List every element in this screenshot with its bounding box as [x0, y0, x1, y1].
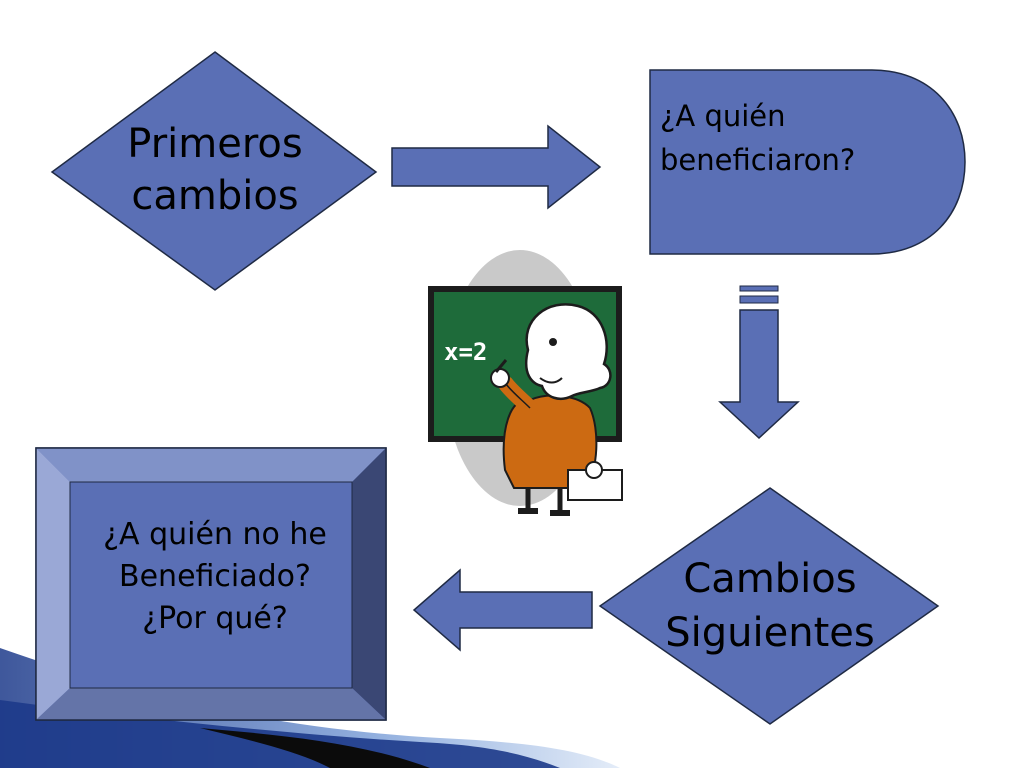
cambios-siguientes-diamond — [598, 487, 940, 725]
teacher-chalkboard-icon: x=2 — [428, 250, 623, 516]
primeros-cambios-label: Primeros cambios — [90, 118, 340, 222]
a-quien-no-he-beneficiado-line-1: ¿A quién no he — [103, 517, 327, 552]
a-quien-beneficiaron-shape — [649, 69, 966, 255]
a-quien-beneficiaron-line-1: ¿A quién — [660, 99, 786, 133]
arrow-left-icon — [412, 568, 593, 652]
arrow-down-icon — [718, 285, 800, 440]
a-quien-no-he-beneficiado-line-3: ¿Por qué? — [142, 601, 288, 636]
primeros-cambios-line-2: cambios — [131, 173, 299, 219]
cambios-siguientes-label: Cambios Siguientes — [630, 552, 910, 660]
primeros-cambios-diamond — [50, 51, 378, 291]
primeros-cambios-line-1: Primeros — [127, 121, 303, 167]
a-quien-beneficiaron-label: ¿A quién beneficiaron? — [660, 94, 855, 182]
chalkboard-equation: x=2 — [444, 338, 487, 366]
cambios-siguientes-line-1: Cambios — [683, 556, 857, 602]
a-quien-no-he-beneficiado-label: ¿A quién no he Beneficiado? ¿Por qué? — [40, 514, 390, 640]
a-quien-no-he-beneficiado-bevel — [35, 447, 387, 721]
a-quien-no-he-beneficiado-line-2: Beneficiado? — [119, 559, 311, 594]
arrow-right-icon — [391, 124, 602, 210]
a-quien-beneficiaron-line-2: beneficiaron? — [660, 143, 856, 177]
cambios-siguientes-line-2: Siguientes — [665, 610, 875, 656]
